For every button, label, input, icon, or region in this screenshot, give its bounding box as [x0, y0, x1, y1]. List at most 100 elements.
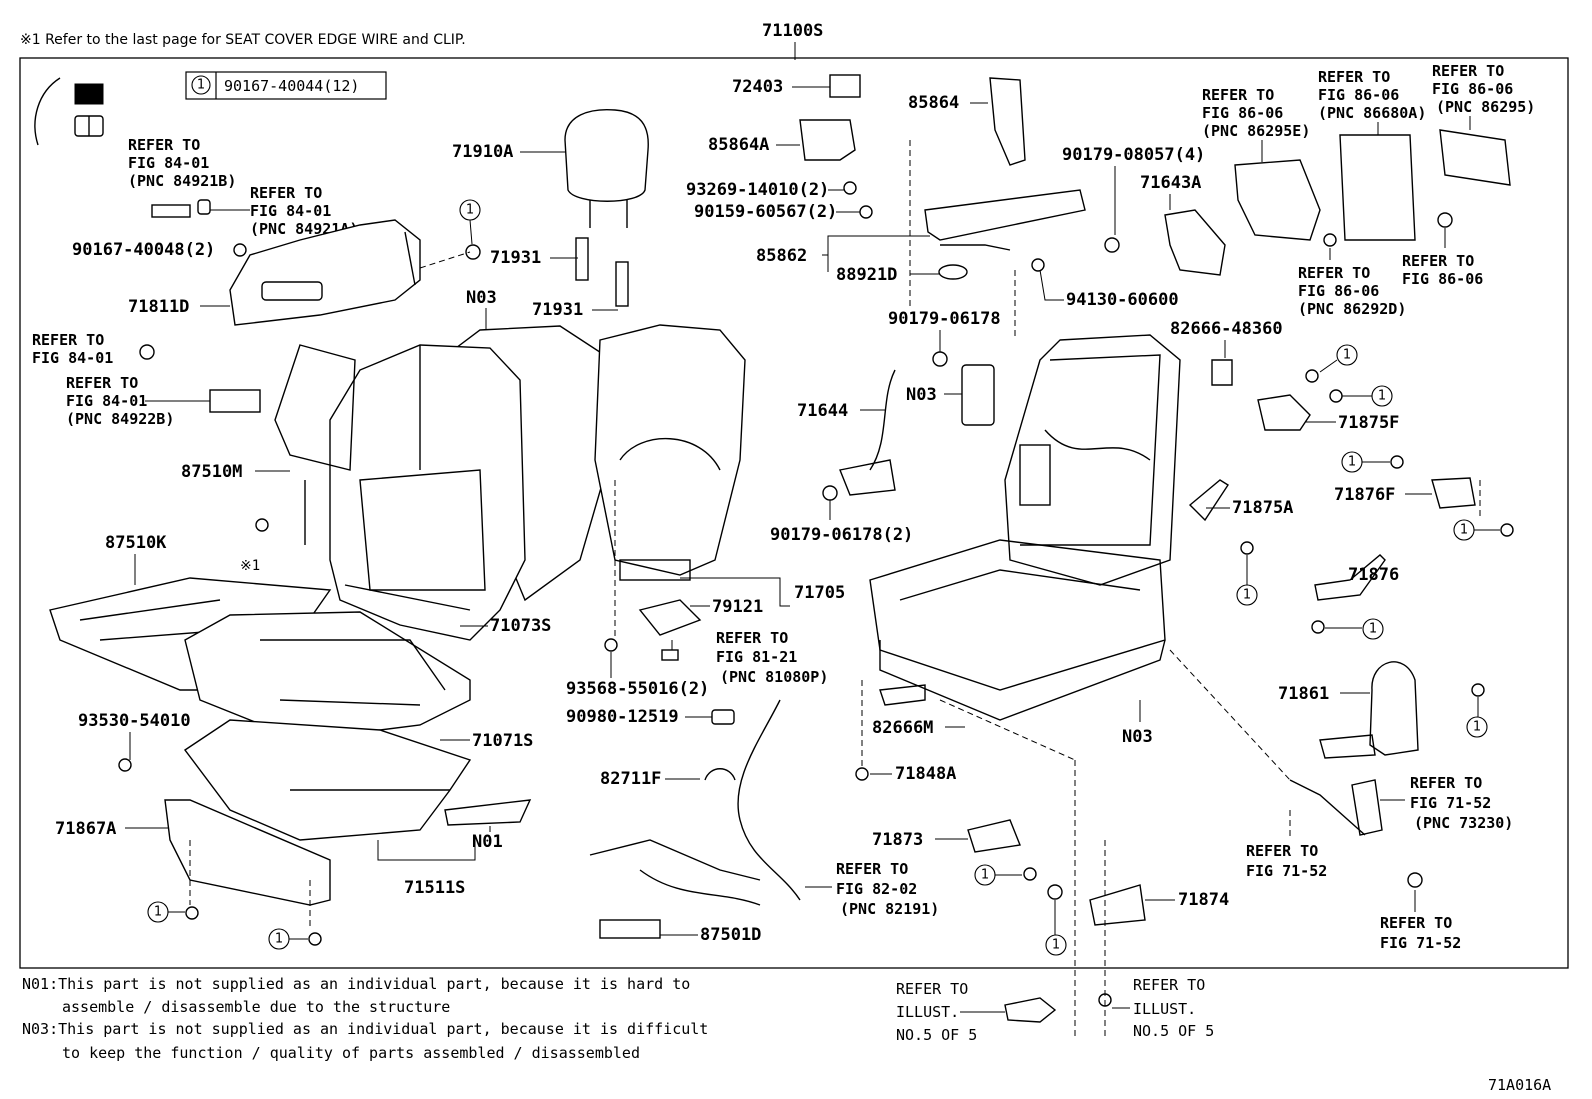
legend-box: 1 90167-40044(12)	[185, 71, 387, 100]
label-87501D: 87501D	[700, 925, 761, 945]
svg-text:REFER TO: REFER TO	[250, 184, 322, 202]
svg-text:(PNC 86680A): (PNC 86680A)	[1318, 104, 1426, 122]
svg-text:1: 1	[466, 203, 474, 218]
diagram-frame	[19, 57, 1569, 969]
screw-circle-1: 1	[1045, 900, 1067, 956]
legend-symbol: 1	[197, 78, 205, 93]
label-71910A: 71910A	[452, 142, 513, 162]
svg-text:(PNC 84922B): (PNC 84922B)	[66, 410, 174, 428]
svg-text:1: 1	[1369, 622, 1377, 637]
ref-81080P: REFER TO FIG 81-21 (PNC 81080P)	[716, 629, 828, 686]
headrest-support	[575, 237, 589, 281]
ref-86295E: REFER TO FIG 86-06 (PNC 86295E)	[1202, 86, 1310, 140]
svg-text:1: 1	[1052, 938, 1060, 953]
svg-text:REFER TO: REFER TO	[1410, 774, 1482, 792]
svg-text:1: 1	[1343, 348, 1351, 363]
label-71876: 71876	[1348, 565, 1399, 585]
small-switch-parts	[151, 199, 250, 218]
svg-text:REFER TO: REFER TO	[1298, 264, 1370, 282]
cap-88921D	[938, 264, 968, 280]
label-71644: 71644	[797, 401, 848, 421]
svg-text:1: 1	[981, 868, 989, 883]
svg-text:FIG 86-06: FIG 86-06	[1402, 270, 1483, 288]
svg-text:1: 1	[1378, 389, 1386, 404]
recliner-motor-85862	[924, 189, 1086, 251]
ref-illust-1: REFER TO ILLUST. NO.5 OF 5	[896, 980, 1057, 1044]
label-N03-b: N03	[906, 385, 937, 405]
label-90159-60567: 90159-60567(2)	[694, 202, 837, 222]
part-85864	[989, 77, 1026, 166]
seat-cushion-pad	[183, 719, 472, 841]
label-93530-54010: 93530-54010	[78, 711, 191, 731]
svg-text:(PNC 86295E): (PNC 86295E)	[1202, 122, 1310, 140]
screw-circle-1: 1	[1453, 519, 1514, 541]
bracket-71643A	[1164, 209, 1226, 276]
bracket-71873	[967, 819, 1021, 853]
svg-text:1: 1	[154, 905, 162, 920]
label-88921D: 88921D	[836, 265, 897, 285]
svg-text:FIG 71-52: FIG 71-52	[1380, 934, 1461, 952]
assembly-guide-lines	[189, 140, 1481, 1040]
ref-8606: REFER TO FIG 86-06	[1402, 252, 1483, 288]
svg-text:1: 1	[1460, 523, 1468, 538]
label-71875F: 71875F	[1338, 413, 1399, 433]
connector-90980	[711, 709, 735, 725]
svg-text:ILLUST.: ILLUST.	[1133, 1000, 1196, 1018]
part-72403	[829, 74, 861, 98]
bracket-79121-71705	[619, 559, 702, 636]
label-71073S: 71073S	[490, 616, 551, 636]
seatback-heater-87510M	[274, 344, 356, 545]
screw-circle-1: 1	[459, 199, 481, 260]
module-86295E	[1234, 159, 1321, 241]
svg-text:REFER TO: REFER TO	[1402, 252, 1474, 270]
seat-belt-buckle	[1351, 779, 1383, 836]
label-71511S: 71511S	[404, 878, 465, 898]
label-94130-60600: 94130-60600	[1066, 290, 1179, 310]
svg-text:REFER TO: REFER TO	[128, 136, 200, 154]
label-85864: 85864	[908, 93, 959, 113]
label-71867A: 71867A	[55, 819, 116, 839]
screw-circle-1: 1	[974, 864, 1037, 886]
clip-82711F	[704, 768, 736, 781]
cushion-wire-N01	[444, 799, 532, 826]
svg-text:FIG 86-06: FIG 86-06	[1202, 104, 1283, 122]
label-90179-06178: 90179-06178	[888, 309, 1001, 329]
label-N03-c: N03	[1122, 727, 1153, 747]
svg-text:ILLUST.: ILLUST.	[896, 1003, 959, 1021]
svg-text:REFER TO: REFER TO	[716, 629, 788, 647]
svg-text:REFER TO: REFER TO	[836, 860, 908, 878]
bracket-71874	[1089, 884, 1146, 926]
lever-71875A	[1188, 479, 1229, 522]
ref-84921B: REFER TO FIG 84-01 (PNC 84921B)	[128, 136, 236, 190]
ref-73230: REFER TO FIG 71-52 (PNC 73230)	[1410, 774, 1513, 832]
ref-7152a: REFER TO FIG 71-52	[1246, 842, 1327, 880]
svg-text:REFER TO: REFER TO	[1318, 68, 1390, 86]
svg-text:(PNC 73230): (PNC 73230)	[1414, 814, 1513, 832]
seat-position-icon	[34, 77, 104, 146]
screw-circle-1: 1	[1341, 451, 1404, 473]
label-93568-55016: 93568-55016(2)	[566, 679, 709, 699]
label-72403: 72403	[732, 77, 783, 97]
label-71861: 71861	[1278, 684, 1329, 704]
label-90179-06178-2: 90179-06178(2)	[770, 525, 913, 545]
svg-text:FIG 82-02: FIG 82-02	[836, 880, 917, 898]
label-82711F: 82711F	[600, 769, 661, 789]
svg-text:1: 1	[1473, 720, 1481, 735]
label-90167-40048: 90167-40048(2)	[72, 240, 215, 260]
label-82666M: 82666M	[872, 718, 933, 738]
screw-circle-1: 1	[1466, 697, 1488, 738]
module-86295	[1439, 129, 1511, 186]
svg-text:FIG 84-01: FIG 84-01	[32, 349, 113, 367]
cover-71875F	[1257, 394, 1311, 431]
label-93269-14010: 93269-14010(2)	[686, 180, 829, 200]
svg-text:FIG 84-01: FIG 84-01	[250, 202, 331, 220]
ref-7152b: REFER TO FIG 71-52	[1380, 914, 1461, 952]
label-N01: N01	[472, 832, 503, 852]
svg-text:(PNC 84921B): (PNC 84921B)	[128, 172, 236, 190]
seat-frame-N03	[869, 334, 1181, 721]
label-71931-b: 71931	[532, 300, 583, 320]
svg-text:FIG 86-06: FIG 86-06	[1318, 86, 1399, 104]
svg-text:1: 1	[275, 932, 283, 947]
label-71875A: 71875A	[1232, 498, 1293, 518]
svg-text:1: 1	[1348, 455, 1356, 470]
